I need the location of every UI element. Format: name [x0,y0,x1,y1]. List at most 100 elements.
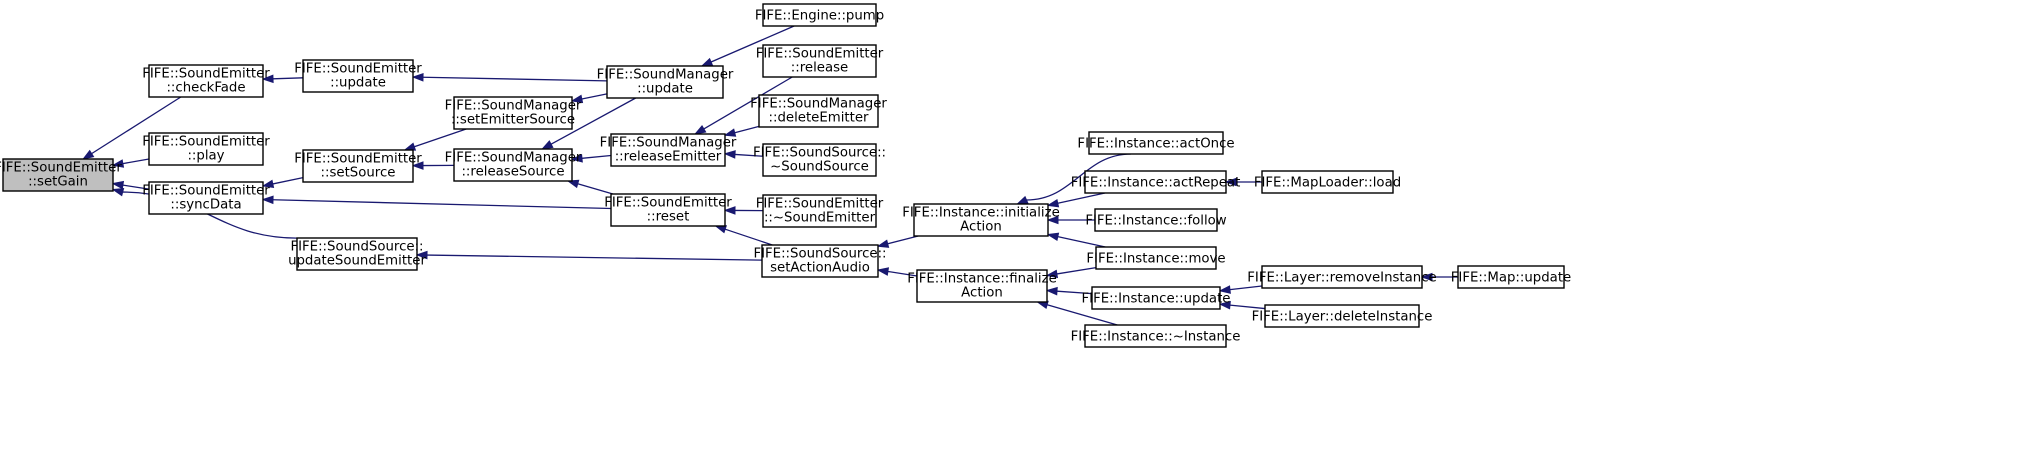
node-setGain[interactable]: FIFE::SoundEmitter::setGain [0,158,122,192]
node-instanceDtor[interactable]: FIFE::Instance::~Instance [1071,324,1241,348]
node-label: FIFE::Layer::deleteInstance [1252,310,1433,325]
arrowhead-icon [1420,272,1433,282]
node-box [148,181,264,215]
node-label: FIFE::SoundEmitter [756,197,884,212]
node-label: ::releaseSource [461,165,564,180]
node-label: FIFE::Engine::pump [755,9,884,24]
node-box [1264,304,1420,328]
arrowhead-icon [876,267,890,276]
node-emitterRelease[interactable]: FIFE::SoundEmitter::release [756,44,884,78]
node-reset[interactable]: FIFE::SoundEmitter::reset [604,193,732,227]
node-releaseSource[interactable]: FIFE::SoundManager::releaseSource [445,148,582,182]
arrowhead-icon [1045,269,1059,279]
node-label: FIFE::SoundEmitter [756,47,884,62]
arrowhead-icon [1218,285,1231,294]
edge-deleteEmitter-to-releaseEmitter [723,125,760,137]
node-box [1084,170,1227,194]
arrowhead-icon [1045,286,1058,296]
node-label: FIFE::SoundManager [597,68,734,83]
node-mapUpdate[interactable]: FIFE::Map::update [1451,265,1571,289]
edge-checkFade-to-setGain [81,96,182,160]
arrowhead-icon [876,239,890,248]
arrowhead-icon [723,150,736,159]
node-label: FIFE::Map::update [1451,271,1571,286]
node-label: ::update [637,82,693,97]
node-label: ::reset [647,210,690,225]
node-label: ::update [330,76,386,91]
node-label: FIFE::SoundManager [445,151,582,166]
node-label: FIFE::SoundEmitter [142,135,270,150]
node-move[interactable]: FIFE::Instance::move [1086,246,1226,270]
node-box [1457,265,1565,289]
node-enginePump[interactable]: FIFE::Engine::pump [755,3,884,27]
node-box [916,269,1048,303]
node-checkFade[interactable]: FIFE::SoundEmitter::checkFade [142,64,270,98]
edge-play-to-setGain [111,158,150,168]
node-emitterDtor[interactable]: FIFE::SoundEmitter::~SoundEmitter [756,194,884,228]
node-deleteEmitter[interactable]: FIFE::SoundManager::deleteEmitter [750,94,887,128]
node-actOnce[interactable]: FIFE::Instance::actOnce [1077,131,1235,155]
node-label: setActionAudio [770,261,870,276]
node-box [1094,208,1218,232]
arrowhead-icon [415,250,428,260]
edge-mapUpdate-to-removeInstance [1420,272,1458,282]
node-label: FIFE::Instance::initialize [902,206,1060,221]
nodes-layer: FIFE::SoundEmitter::setGainFIFE::SoundEm… [0,3,1571,348]
node-follow[interactable]: FIFE::Instance::follow [1085,208,1227,232]
node-releaseEmitter[interactable]: FIFE::SoundManager::releaseEmitter [600,133,737,167]
edge-managerUpdate-to-releaseSource [541,97,637,150]
node-label: FIFE::MapLoader::load [1254,176,1401,191]
node-label: ::setGain [28,175,88,190]
edge-removeInstance-to-instanceUpdate [1218,285,1263,294]
node-box [453,148,573,182]
edge-setSource-to-syncData [261,176,304,189]
node-label: FIFE::SoundEmitter [142,184,270,199]
node-updateSoundEmitter[interactable]: FIFE::SoundSource::updateSoundEmitter [288,237,426,271]
edge-emitterUpdate-to-checkFade [261,74,304,84]
node-box [148,132,264,166]
arrowhead-icon [566,179,580,189]
node-play[interactable]: FIFE::SoundEmitter::play [142,132,270,166]
edge-managerUpdate-to-emitterUpdate [411,72,608,82]
node-label: FIFE::Layer::removeInstance [1247,271,1436,286]
node-label: FIFE::SoundManager [445,99,582,114]
node-setEmitterSource[interactable]: FIFE::SoundManager::setEmitterSource [445,96,582,130]
edge-follow-to-initializeAction [1046,215,1095,225]
node-label: FIFE::Instance::~Instance [1071,330,1241,345]
node-box [762,143,877,177]
edge-finalizeAction-to-setActionAudio [876,267,918,277]
node-label: ::release [791,61,848,76]
edge-releaseSource-to-setSource [411,161,455,170]
edge-reset-to-syncData [261,195,612,210]
node-box [762,194,877,228]
node-box [762,44,877,78]
node-box [302,59,414,93]
node-actRepeat[interactable]: FIFE::Instance::actRepeat [1071,170,1241,194]
node-setSource[interactable]: FIFE::SoundEmitter::setSource [294,149,422,183]
node-removeInstance[interactable]: FIFE::Layer::removeInstance [1247,265,1437,289]
node-instanceUpdate[interactable]: FIFE::Instance::update [1082,286,1231,310]
node-box [453,96,573,130]
node-syncData[interactable]: FIFE::SoundEmitter::syncData [142,181,270,215]
arrowhead-icon [411,161,424,170]
node-label: ::play [187,149,224,164]
node-setActionAudio[interactable]: FIFE::SoundSource::setActionAudio [753,244,887,278]
node-label: FIFE::Instance::actRepeat [1071,176,1241,191]
node-mapLoaderLoad[interactable]: FIFE::MapLoader::load [1254,170,1401,194]
node-label: FIFE::SoundEmitter [294,62,422,77]
node-emitterUpdate[interactable]: FIFE::SoundEmitter::update [294,59,422,93]
node-deleteInstance[interactable]: FIFE::Layer::deleteInstance [1252,304,1433,328]
edge-sourceDtor-to-releaseEmitter [723,150,764,159]
node-box [1261,265,1423,289]
node-sourceDtor[interactable]: FIFE::SoundSource::~SoundSource [753,143,886,177]
arrowhead-icon [261,179,275,189]
node-label: FIFE::Instance::follow [1085,214,1226,229]
node-box [302,149,414,183]
arrowhead-icon [693,124,707,135]
arrowhead-icon [570,153,583,163]
node-label: updateSoundEmitter [288,254,426,269]
arrowhead-icon [1016,195,1029,205]
node-managerUpdate[interactable]: FIFE::SoundManager::update [597,65,734,99]
